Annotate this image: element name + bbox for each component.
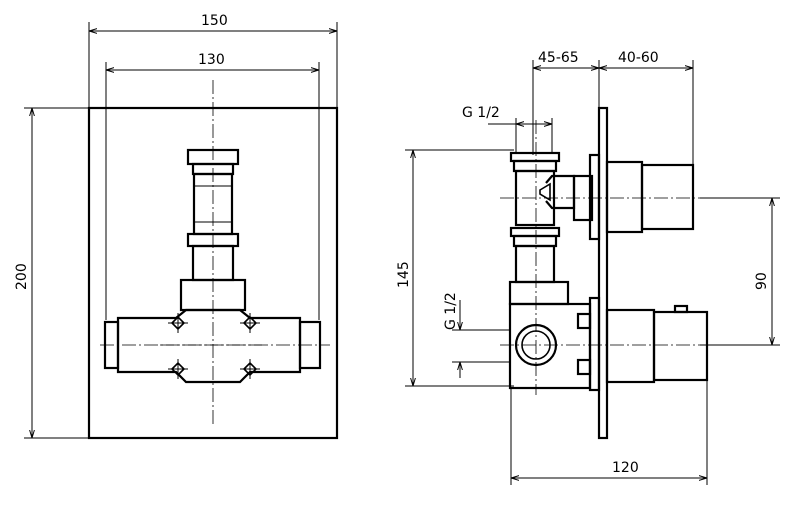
dim-thread-top: G 1/2 <box>462 105 553 152</box>
side-wall-plate <box>597 106 609 440</box>
dim-height-side: 145 <box>396 149 514 387</box>
dim-label-145: 145 <box>396 261 412 288</box>
side-lower-body <box>508 280 601 392</box>
dim-depth-handle: 40-60 <box>599 50 694 165</box>
dim-depth-body: 45-65 <box>532 50 600 155</box>
dim-label-200: 200 <box>14 263 30 290</box>
dim-label-120: 120 <box>612 460 639 476</box>
dim-width-outer: 150 <box>88 13 338 108</box>
dim-spacing: 90 <box>700 197 780 346</box>
front-vertical-pipe <box>186 148 240 282</box>
side-upper-fitting <box>509 151 601 284</box>
side-view: 45-65 40-60 G 1/2 145 <box>396 50 780 485</box>
dim-label-g12-top: G 1/2 <box>462 105 500 121</box>
dim-label-g12-bottom: G 1/2 <box>443 292 459 330</box>
dim-width-inner: 130 <box>105 52 320 320</box>
dim-label-45-65: 45-65 <box>538 50 579 66</box>
dim-height-front: 200 <box>14 107 89 439</box>
front-valve-body <box>103 278 322 384</box>
dim-label-150: 150 <box>201 13 228 29</box>
dim-label-90: 90 <box>754 272 770 290</box>
front-mounting-holes <box>168 313 260 379</box>
dim-label-130: 130 <box>198 52 225 68</box>
front-view: 150 130 200 <box>14 13 339 440</box>
side-upper-handle <box>500 160 700 234</box>
side-lower-handle <box>500 304 715 384</box>
dim-total-depth: 120 <box>510 340 708 485</box>
dim-thread-bottom: G 1/2 <box>443 292 510 378</box>
dim-label-40-60: 40-60 <box>618 50 659 66</box>
